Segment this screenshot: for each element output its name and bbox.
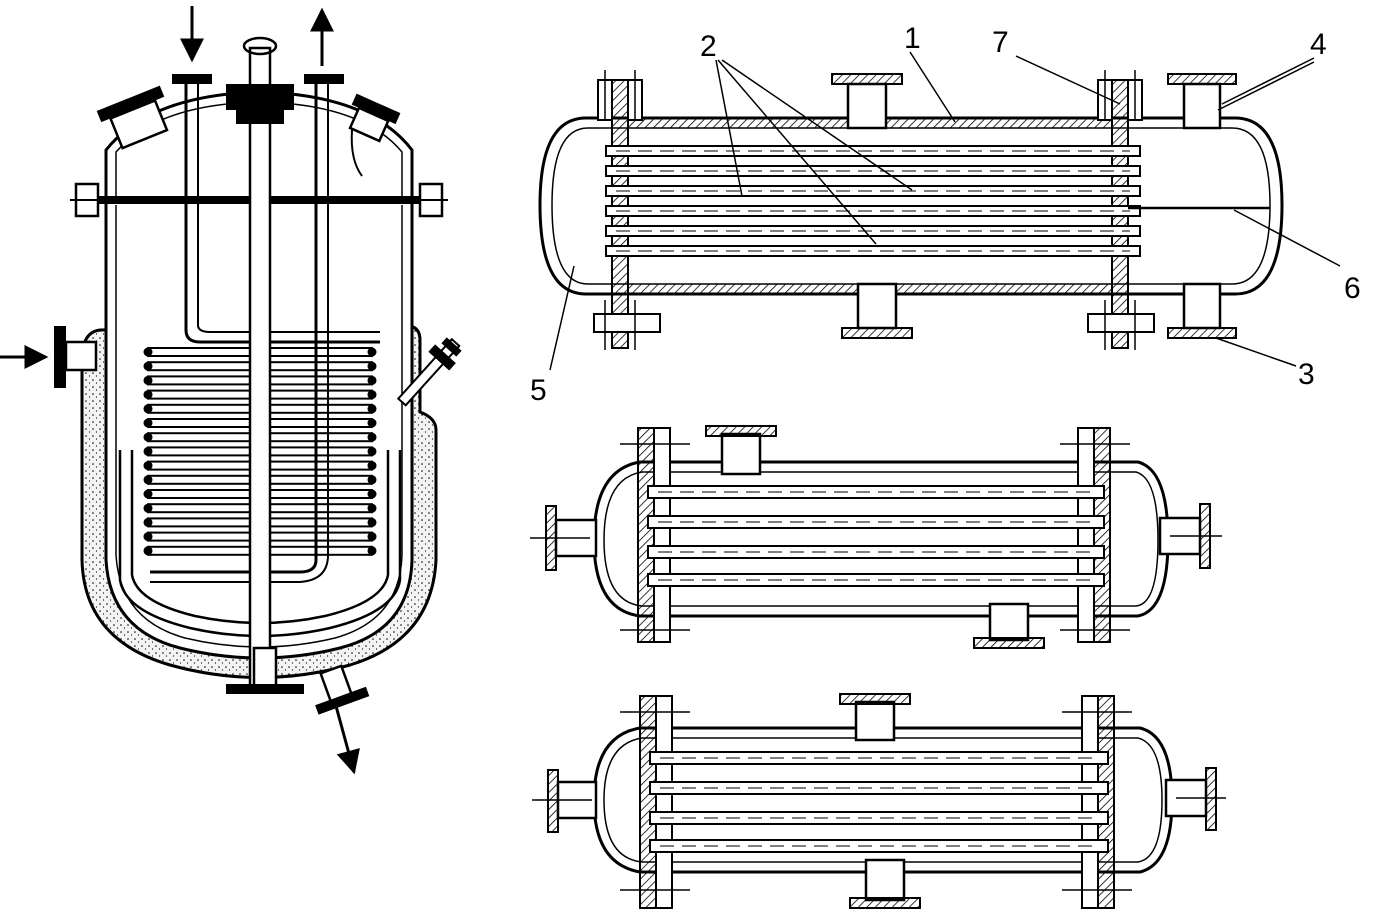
heat-exchanger-middle bbox=[530, 425, 1222, 649]
coil-end bbox=[143, 546, 153, 556]
coil-end bbox=[143, 446, 153, 456]
tube bbox=[649, 781, 1109, 795]
label-1: 1 bbox=[904, 22, 921, 55]
coil-end bbox=[143, 489, 153, 499]
stirrer-shaft bbox=[248, 46, 272, 690]
tube-bundle bbox=[647, 485, 1105, 587]
arrow-out-icon bbox=[334, 705, 360, 775]
coil-end bbox=[367, 361, 377, 371]
coil-end bbox=[367, 517, 377, 527]
reactor-vessel bbox=[0, 6, 462, 775]
label-4: 4 bbox=[1310, 28, 1327, 61]
tube bbox=[605, 185, 1141, 197]
coil-end bbox=[367, 432, 377, 442]
coil-end bbox=[143, 418, 153, 428]
label-3: 3 bbox=[1298, 358, 1315, 391]
tube bbox=[647, 545, 1105, 559]
coil-end bbox=[143, 475, 153, 485]
coil-end bbox=[143, 347, 153, 357]
heat-exchanger-labeled: 2 1 7 4 6 3 5 bbox=[530, 22, 1361, 407]
coil-end bbox=[143, 404, 153, 414]
coil-end bbox=[367, 390, 377, 400]
tube bbox=[605, 145, 1141, 157]
tube bbox=[605, 205, 1141, 217]
coil-end bbox=[143, 361, 153, 371]
label-7: 7 bbox=[992, 26, 1009, 59]
coil-end bbox=[143, 375, 153, 385]
coil-end bbox=[367, 489, 377, 499]
label-5: 5 bbox=[530, 374, 547, 407]
tube bbox=[647, 573, 1105, 587]
coil-end bbox=[367, 446, 377, 456]
tube bbox=[605, 165, 1141, 177]
coil-end bbox=[143, 517, 153, 527]
tube bbox=[649, 751, 1109, 765]
coil-end bbox=[367, 418, 377, 428]
coil-end bbox=[143, 503, 153, 513]
label-6: 6 bbox=[1344, 272, 1361, 305]
coil-end bbox=[143, 390, 153, 400]
tube bbox=[647, 485, 1105, 499]
coil-end bbox=[143, 532, 153, 542]
tube bbox=[649, 811, 1109, 825]
coil-end bbox=[367, 404, 377, 414]
coil-end bbox=[367, 546, 377, 556]
stirrer-motor-icon bbox=[226, 84, 294, 110]
coil-end bbox=[143, 461, 153, 471]
tube-bundle bbox=[605, 145, 1141, 257]
coil-end bbox=[367, 347, 377, 357]
tube bbox=[605, 225, 1141, 237]
tube bbox=[647, 515, 1105, 529]
coil-end bbox=[367, 532, 377, 542]
label-2: 2 bbox=[700, 30, 717, 63]
tube bbox=[605, 245, 1141, 257]
coil-end bbox=[367, 461, 377, 471]
coil-end bbox=[367, 475, 377, 485]
coil-end bbox=[367, 503, 377, 513]
coil-end bbox=[143, 432, 153, 442]
tube bbox=[649, 839, 1109, 853]
coil-end bbox=[367, 375, 377, 385]
tube-bundle bbox=[649, 751, 1109, 853]
heat-exchanger-bottom bbox=[532, 693, 1226, 909]
